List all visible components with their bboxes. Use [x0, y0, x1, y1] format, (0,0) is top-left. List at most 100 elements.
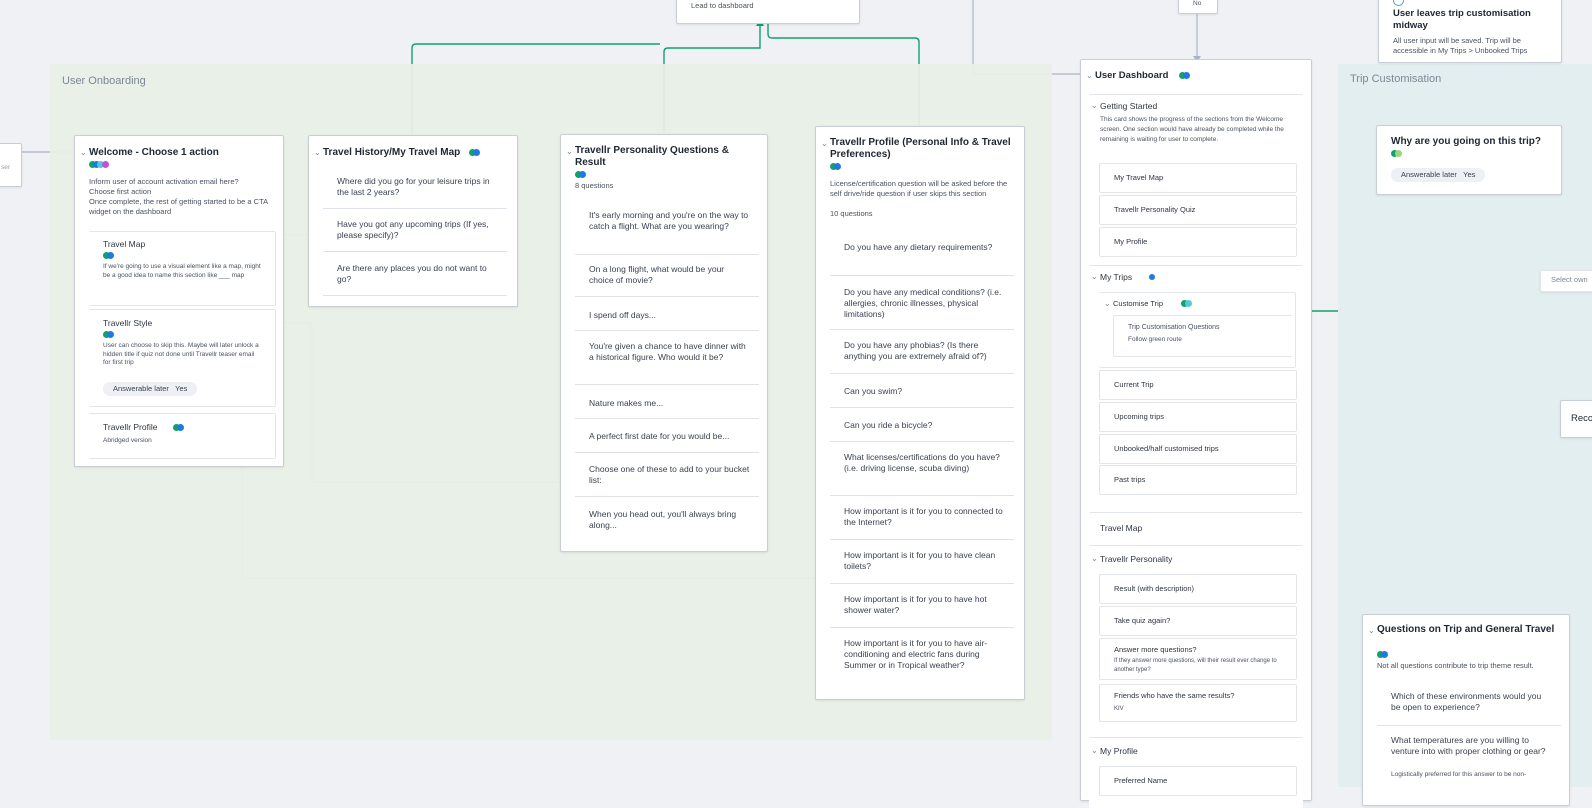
question-row[interactable]: Are there any places you do not want to …: [323, 257, 507, 296]
no-decision-card[interactable]: No: [1178, 0, 1218, 14]
left-edge-text: ser: [1, 164, 11, 171]
question-text: What temperatures are you willing to ven…: [1391, 735, 1546, 756]
customisation-questions-title: Trip Customisation Questions: [1128, 324, 1220, 331]
pill-value: Yes: [1463, 170, 1476, 179]
my-trips-item[interactable]: Past trips: [1099, 465, 1297, 495]
select-own-label: Select own: [1551, 275, 1588, 284]
pill-label: Answerable later: [113, 384, 169, 393]
question-text: What licenses/certifications do you have…: [844, 452, 1000, 473]
personality-item[interactable]: Result (with description): [1099, 574, 1297, 604]
item-label: Result (with description): [1114, 584, 1195, 593]
question-row[interactable]: Where did you go for your leisure trips …: [323, 170, 507, 209]
item-label: Friends who have the same results?: [1114, 691, 1235, 700]
getting-started-section[interactable]: ⌄ Getting Started This card shows the pr…: [1089, 94, 1303, 257]
answer-more-item[interactable]: Answer more questions? If they answer mo…: [1099, 638, 1297, 680]
collapse-chevron-icon[interactable]: ⌄: [1104, 299, 1111, 308]
why-going-card[interactable]: Why are you going on this trip? Answerab…: [1376, 125, 1562, 195]
lead-to-dashboard-card[interactable]: Lead to dashboard: [676, 0, 860, 24]
question-row[interactable]: How important is it for you to have clea…: [830, 543, 1014, 584]
question-row[interactable]: Nature makes me...: [575, 388, 759, 419]
travellr-profile-card[interactable]: ⌄ Travellr Profile (Personal Info & Trav…: [815, 126, 1025, 700]
travellr-personality-section[interactable]: ⌄ Travellr Personality Result (with desc…: [1089, 545, 1303, 731]
collapse-chevron-icon[interactable]: ⌄: [314, 148, 321, 157]
question-row[interactable]: A perfect first date for you would be...: [575, 422, 759, 453]
collapse-chevron-icon[interactable]: ⌄: [1091, 554, 1098, 563]
collapse-chevron-icon[interactable]: ⌄: [821, 139, 828, 148]
collapse-chevron-icon[interactable]: ⌄: [1086, 71, 1093, 80]
collapse-chevron-icon[interactable]: ⌄: [1368, 626, 1375, 635]
item-label: Answer more questions?: [1114, 645, 1197, 654]
my-profile-item[interactable]: Preferred Name: [1099, 766, 1297, 796]
collapse-chevron-icon[interactable]: ⌄: [1091, 746, 1098, 755]
tag-dots-icon: [1179, 72, 1193, 79]
welcome-item-travel-map[interactable]: Travel Map If we're going to use a visua…: [89, 231, 276, 306]
question-row[interactable]: Can you ride a bicycle?: [830, 411, 1014, 442]
personality-questions-card[interactable]: ⌄ Travellr Personality Questions & Resul…: [560, 134, 768, 552]
question-row[interactable]: Which of these environments would you be…: [1377, 685, 1561, 726]
questions-cut-text: Logistically preferred for this answer t…: [1391, 771, 1527, 778]
my-trips-item[interactable]: Upcoming trips: [1099, 402, 1297, 432]
collapse-chevron-icon[interactable]: ⌄: [1091, 272, 1098, 281]
travel-history-card[interactable]: ⌄ Travel History/My Travel Map Where did…: [308, 135, 518, 307]
user-dashboard-card[interactable]: ⌄ User Dashboard ⌄ Getting Started This …: [1080, 59, 1312, 808]
recommend-card[interactable]: Recomme: [1560, 400, 1592, 438]
user-leaves-card[interactable]: User leaves trip customisation midway Al…: [1378, 0, 1562, 63]
getting-started-item[interactable]: My Profile: [1099, 227, 1297, 257]
welcome-item-travellr-profile[interactable]: Travellr Profile Abridged version: [89, 413, 276, 459]
question-row[interactable]: What licenses/certifications do you have…: [830, 445, 1014, 496]
collapse-chevron-icon[interactable]: ⌄: [566, 147, 573, 156]
welcome-desc-2: Choose first action: [89, 187, 152, 196]
question-row[interactable]: How important is it for you to have hot …: [830, 587, 1014, 628]
collapse-chevron-icon[interactable]: ⌄: [80, 148, 87, 157]
left-edge-card[interactable]: ser: [0, 143, 22, 187]
tag-dots-icon: [1181, 300, 1195, 307]
getting-started-item[interactable]: Travellr Personality Quiz: [1099, 195, 1297, 225]
question-row[interactable]: Do you have any phobias? (Is there anyth…: [830, 333, 1014, 374]
status-dot-icon: [1149, 274, 1156, 281]
recommend-label: Recomme: [1571, 413, 1592, 424]
question-row[interactable]: How important is it for you to have air-…: [830, 631, 1014, 691]
customisation-questions-link[interactable]: Trip Customisation Questions Follow gree…: [1113, 315, 1292, 357]
getting-started-desc: This card shows the progress of the sect…: [1100, 116, 1284, 143]
question-row[interactable]: Do you have any medical conditions? (i.e…: [830, 279, 1014, 330]
question-row[interactable]: Do you have any dietary requirements?: [830, 235, 1014, 276]
question-row[interactable]: Choose one of these to add to your bucke…: [575, 456, 759, 497]
question-text: You're given a chance to have dinner wit…: [589, 341, 746, 362]
question-row[interactable]: Have you got any upcoming trips (If yes,…: [323, 213, 507, 252]
select-own-card[interactable]: Select own: [1540, 270, 1592, 292]
getting-started-item[interactable]: My Travel Map: [1099, 163, 1297, 193]
answerable-later-pill: Answerable later Yes: [103, 382, 198, 396]
questions-on-trip-card[interactable]: ⌄ Questions on Trip and General Travel N…: [1362, 614, 1570, 806]
travel-map-section[interactable]: Travel Map: [1089, 512, 1303, 543]
friends-item[interactable]: Friends who have the same results? KIV: [1099, 684, 1297, 722]
pill-value: Yes: [175, 384, 188, 393]
personality-item[interactable]: Take quiz again?: [1099, 606, 1297, 636]
welcome-item-title: Travel Map: [103, 239, 146, 249]
question-row[interactable]: It's early morning and you're on the way…: [575, 204, 759, 255]
welcome-card[interactable]: ⌄ Welcome - Choose 1 action Inform user …: [74, 135, 284, 467]
tag-dots-icon: [103, 252, 117, 259]
friends-sub: KIV: [1114, 706, 1124, 712]
question-row[interactable]: How important is it for you to connected…: [830, 499, 1014, 540]
welcome-title: Welcome - Choose 1 action: [89, 147, 219, 158]
my-trips-item[interactable]: Unbooked/half customised trips: [1099, 434, 1297, 464]
customise-trip-section[interactable]: ⌄ Customise Trip Trip Customisation Ques…: [1099, 292, 1296, 368]
question-text: It's early morning and you're on the way…: [589, 210, 749, 231]
question-row[interactable]: Can you swim?: [830, 377, 1014, 408]
lead-to-dashboard-label: Lead to dashboard: [691, 1, 754, 10]
connector-dashboard-top: [972, 0, 1080, 75]
my-trips-item[interactable]: Current Trip: [1099, 370, 1297, 400]
group-title-onboarding: User Onboarding: [62, 75, 146, 87]
question-row[interactable]: What temperatures are you willing to ven…: [1377, 729, 1561, 789]
welcome-item-travellr-style[interactable]: Travellr Style User can choose to skip t…: [89, 309, 276, 407]
my-profile-section[interactable]: ⌄ My Profile Preferred Name: [1089, 737, 1303, 808]
travel-map-title: Travel Map: [1100, 523, 1143, 533]
customisation-questions-sub: Follow green route: [1128, 336, 1182, 343]
question-row[interactable]: You're given a chance to have dinner wit…: [575, 334, 759, 385]
my-trips-section[interactable]: ⌄ My Trips ⌄ Customise Trip Trip Customi…: [1089, 265, 1303, 566]
question-row[interactable]: I spend off days...: [575, 300, 759, 331]
question-row[interactable]: On a long flight, what would be your cho…: [575, 258, 759, 297]
question-row[interactable]: When you head out, you'll always bring a…: [575, 500, 759, 540]
tag-dots-icon: [1391, 150, 1405, 157]
collapse-chevron-icon[interactable]: ⌄: [1091, 101, 1098, 110]
